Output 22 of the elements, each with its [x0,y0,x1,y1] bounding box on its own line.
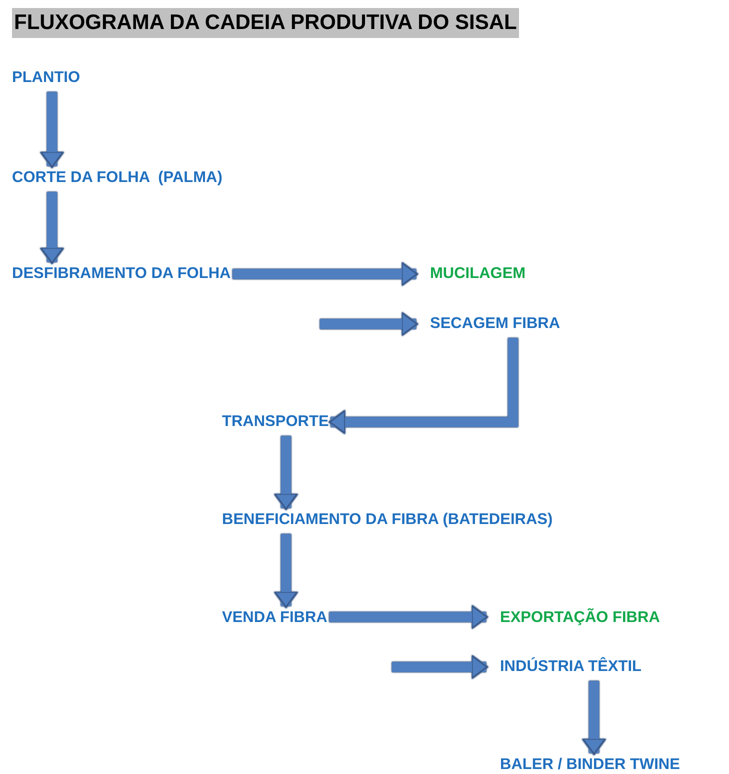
process-step-text: VENDA FIBRA [222,608,328,628]
process-step-text: PLANTIO [12,68,80,88]
process-step-text: BALER / BINDER TWINE [500,755,680,774]
block-arrow [392,655,488,679]
block-arrow [40,192,64,264]
process-step-text: CORTE DA FOLHA (PALMA) [12,168,222,188]
block-arrow [329,338,518,434]
process-step-text: EXPORTAÇÃO FIBRA [500,608,660,628]
process-step-text: DESFIBRAMENTO DA FOLHA [12,264,231,284]
title: FLUXOGRAMA DA CADEIA PRODUTIVA DO SISAL [12,8,519,38]
process-step-text: INDÚSTRIA TÊXTIL [500,657,642,677]
process-step-text: MUCILAGEM [430,264,526,284]
block-arrow [320,312,418,336]
process-step-text: TRANSPORTE [222,412,329,432]
block-arrow [232,262,418,286]
block-arrow [329,605,488,629]
block-arrow [274,436,298,510]
block-arrow [582,681,606,755]
block-arrow [274,534,298,608]
process-step-text: SECAGEM FIBRA [430,314,560,334]
process-step-text: BENEFICIAMENTO DA FIBRA (BATEDEIRAS) [222,510,553,530]
block-arrow [40,92,64,168]
